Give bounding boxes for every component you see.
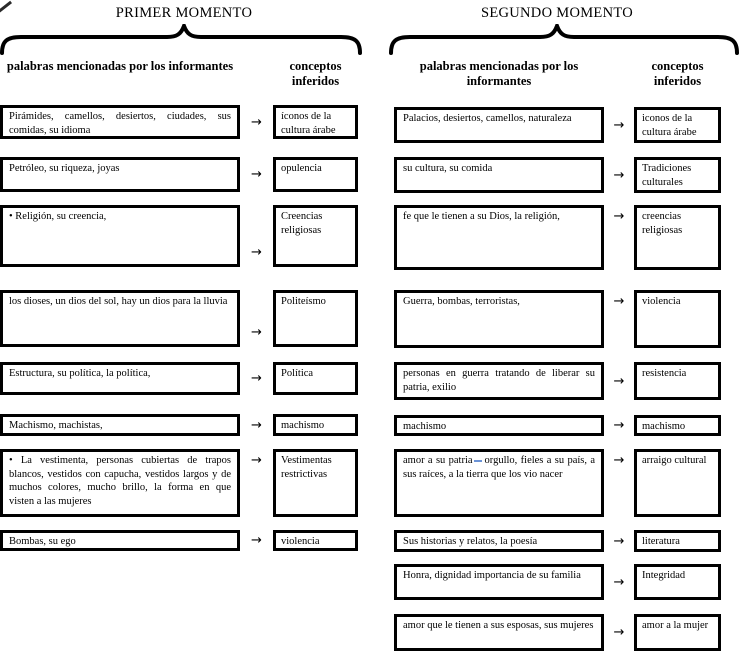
arrow-icon: →	[613, 574, 625, 590]
words-box: fe que le tienen a su Dios, la religión,	[394, 205, 604, 270]
curly-brace-icon	[0, 24, 362, 55]
words-text-before-mark: amor a su patria	[403, 455, 473, 466]
mapping-row: los dioses, un dios del sol, hay un dios…	[0, 290, 368, 347]
concept-box: Integridad	[634, 564, 721, 600]
words-box: Guerra, bombas, terroristas,	[394, 290, 604, 348]
words-box: Estructura, su política, la política,	[0, 362, 240, 395]
words-box: • La vestimenta, personas cubiertas de t…	[0, 449, 240, 517]
arrow-icon: →	[613, 453, 625, 468]
concept-box: Tradiciones culturales	[634, 157, 721, 193]
concept-box: violencia	[634, 290, 721, 348]
mapping-row: Estructura, su política, la política, → …	[0, 362, 368, 395]
mapping-row: Machismo, machistas, → machismo	[0, 414, 368, 436]
primer-momento-title: PRIMER MOMENTO	[115, 5, 253, 21]
mapping-row: personas en guerra tratando de liberar s…	[394, 362, 743, 400]
concept-box: iconos de la cultura árabe	[634, 107, 721, 143]
words-box: su cultura, su comida	[394, 157, 604, 193]
primer-column-headers: palabras mencionadas por los informantes…	[0, 59, 368, 96]
concept-box: resistencia	[634, 362, 721, 400]
mapping-row: Bombas, su ego → violencia	[0, 530, 368, 551]
arrow-icon: →	[613, 418, 625, 433]
concept-box: arraigo cultural	[634, 449, 721, 517]
arrow-icon: →	[251, 533, 262, 548]
words-box: los dioses, un dios del sol, hay un dios…	[0, 290, 240, 347]
concept-box: machismo	[634, 415, 721, 436]
segundo-column-headers: palabras mencionadas por los informantes…	[371, 59, 743, 96]
arrow-icon: →	[251, 114, 262, 130]
mapping-row: amor que le tienen a sus esposas, sus mu…	[394, 614, 743, 651]
words-box: • Religión, su creencia,	[0, 205, 240, 267]
concept-box: machismo	[273, 414, 358, 436]
words-box: Petróleo, su riqueza, joyas	[0, 157, 240, 192]
mapping-row: • La vestimenta, personas cubiertas de t…	[0, 449, 368, 517]
segundo-words-header: palabras mencionadas por los informantes	[419, 59, 579, 88]
mapping-row: • Religión, su creencia, → Creencias rel…	[0, 205, 368, 267]
concept-box: Política	[273, 362, 358, 395]
arrow-icon: →	[251, 245, 262, 260]
arrow-icon: →	[613, 533, 625, 549]
mapping-row: Pirámides, camellos, desiertos, ciudades…	[0, 105, 368, 139]
header-spacer	[604, 59, 634, 96]
segundo-rows: Palacios, desiertos, camellos, naturalez…	[371, 107, 743, 651]
concept-box: literatura	[634, 530, 721, 552]
arrow-icon: →	[613, 625, 625, 640]
spellcheck-mark	[473, 460, 482, 462]
header-spacer	[240, 59, 273, 96]
words-box: machismo	[394, 415, 604, 436]
concept-box: íconos de la cultura árabe	[273, 105, 358, 139]
mapping-row: Honra, dignidad importancia de su famili…	[394, 564, 743, 600]
curly-brace-icon	[389, 24, 739, 55]
mapping-row: Palacios, desiertos, camellos, naturalez…	[394, 107, 743, 143]
words-text-after-mark: orgullo, fieles a su país, a sus raíces,…	[403, 455, 595, 480]
mapping-row: machismo → machismo	[394, 415, 743, 436]
words-box: personas en guerra tratando de liberar s…	[394, 362, 604, 400]
concept-box: Vestimentas restrictivas	[273, 449, 358, 517]
arrow-icon: →	[613, 209, 625, 224]
arrow-icon: →	[613, 167, 625, 183]
concept-box: amor a la mujer	[634, 614, 721, 651]
words-box: Sus historias y relatos, la poesía	[394, 530, 604, 552]
primer-rows: Pirámides, camellos, desiertos, ciudades…	[0, 105, 368, 551]
mapping-row: su cultura, su comida → Tradiciones cult…	[394, 157, 743, 193]
primer-words-header: palabras mencionadas por los informantes	[6, 59, 234, 73]
words-box: Palacios, desiertos, camellos, naturalez…	[394, 107, 604, 143]
concept-box: violencia	[273, 530, 358, 551]
arrow-icon: →	[251, 453, 262, 468]
concept-box: opulencia	[273, 157, 358, 192]
arrow-icon: →	[613, 373, 625, 389]
words-box: Honra, dignidad importancia de su famili…	[394, 564, 604, 600]
arrow-icon: →	[251, 325, 262, 340]
mapping-row: Petróleo, su riqueza, joyas → opulencia	[0, 157, 368, 192]
arrow-icon: →	[251, 167, 262, 182]
segundo-momento-section: SEGUNDO MOMENTO palabras mencionadas por…	[371, 0, 743, 651]
arrow-icon: →	[251, 371, 262, 386]
primer-momento-section: PRIMER MOMENTO palabras mencionadas por …	[0, 0, 368, 551]
concept-box: Creencias religiosas	[273, 205, 358, 267]
words-box: Machismo, machistas,	[0, 414, 240, 436]
concept-box: Politeísmo	[273, 290, 358, 347]
words-box: amor que le tienen a sus esposas, sus mu…	[394, 614, 604, 651]
arrow-icon: →	[613, 294, 625, 309]
mapping-row: Sus historias y relatos, la poesía → lit…	[394, 530, 743, 552]
concept-box: creencias religiosas	[634, 205, 721, 270]
segundo-concepts-header: conceptos inferidos	[651, 59, 704, 88]
arrow-icon: →	[613, 117, 625, 133]
words-box: Bombas, su ego	[0, 530, 240, 551]
mapping-row: Guerra, bombas, terroristas, → violencia	[394, 290, 743, 348]
segundo-momento-title: SEGUNDO MOMENTO	[480, 5, 634, 21]
arrow-icon: →	[251, 417, 262, 433]
mapping-row: fe que le tienen a su Dios, la religión,…	[394, 205, 743, 270]
primer-concepts-header: conceptos inferidos	[289, 59, 342, 88]
words-box: Pirámides, camellos, desiertos, ciudades…	[0, 105, 240, 139]
